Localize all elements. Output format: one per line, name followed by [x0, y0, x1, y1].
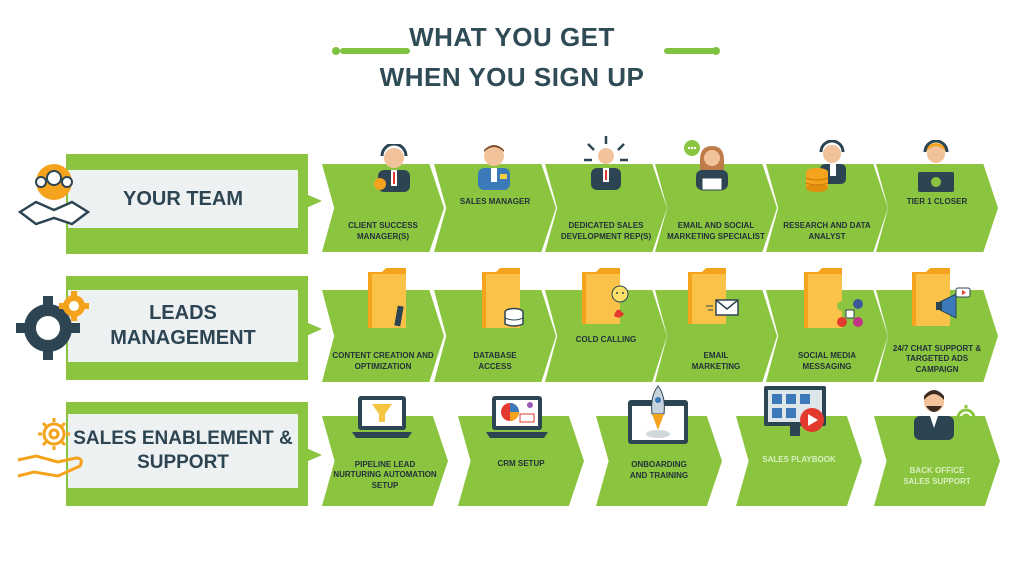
folder-social-icon: [804, 268, 863, 328]
title-divider-left: [340, 48, 410, 54]
handshake-team-icon: [17, 164, 91, 226]
item-label: CONTENT CREATION AND OPTIMIZATION: [332, 351, 434, 372]
manager-icon: [478, 145, 510, 190]
data-analyst-icon: [805, 140, 846, 192]
folder-database-icon: [482, 268, 524, 328]
page-title-line1: WHAT YOU GET: [409, 22, 615, 52]
item-label: EMAIL AND SOCIAL MARKETING SPECIALIST: [667, 221, 765, 242]
item-back-office: BACK OFFICE SALES SUPPORT: [874, 416, 1000, 506]
folder-phone-icon: [582, 268, 629, 324]
folder-email-icon: [688, 268, 739, 324]
sales-rep-icon: [584, 136, 628, 190]
laptop-funnel-icon: [352, 396, 412, 438]
row-label: YOUR TEAM: [68, 170, 298, 228]
row-leads-management: LEADS MANAGEMENT CONTENT CREATION AND OP…: [0, 262, 1024, 382]
item-label: CLIENT SUCCESS MANAGER(S): [348, 221, 418, 242]
item-label: DEDICATED SALES DEVELOPMENT REP(S): [560, 221, 652, 242]
hand-gear-icon: [17, 418, 83, 478]
title-divider-right-dot: [712, 47, 720, 55]
item-label: EMAIL MARKETING: [691, 351, 741, 372]
title-divider-right: [664, 48, 716, 54]
item-label: SOCIAL MEDIA MESSAGING: [797, 351, 857, 372]
item-label: PIPELINE LEAD NURTURING AUTOMATION SETUP: [333, 459, 437, 491]
row-your-team: YOUR TEAM CLIENT SUCCESS MANAGER(S) SALE…: [0, 136, 1024, 254]
rocket-icon: [628, 385, 688, 444]
item-label: 24/7 CHAT SUPPORT & TARGETED ADS CAMPAIG…: [892, 343, 982, 375]
row-pointer: [306, 194, 322, 208]
item-label: SALES PLAYBOOK: [762, 455, 836, 465]
item-content-creation: CONTENT CREATION AND OPTIMIZATION: [322, 290, 444, 382]
row-pointer: [306, 448, 322, 462]
item-label: BACK OFFICE SALES SUPPORT: [903, 466, 971, 487]
folder-pencil-icon: [368, 268, 406, 328]
gears-icon: [16, 291, 89, 360]
page-title-line2: WHEN YOU SIGN UP: [379, 62, 645, 92]
item-label: SALES MANAGER: [459, 197, 531, 207]
item-label: TIER 1 CLOSER: [906, 197, 968, 207]
item-label: DATABASE ACCESS: [473, 351, 517, 372]
row-label: SALES ENABLEMENT & SUPPORT: [68, 414, 298, 488]
marketing-specialist-icon: [684, 140, 728, 191]
laptop-crm-icon: [486, 396, 548, 438]
item-label: COLD CALLING: [575, 335, 637, 345]
item-label: CRM SETUP: [497, 459, 545, 469]
row-pointer: [306, 322, 322, 336]
row-sales-enablement: SALES ENABLEMENT & SUPPORT PIPELINE LEAD…: [0, 385, 1024, 506]
closer-icon: [918, 140, 954, 192]
folder-megaphone-icon: [912, 268, 971, 326]
item-pipeline: PIPELINE LEAD NURTURING AUTOMATION SETUP: [322, 416, 448, 506]
item-crm-setup: CRM SETUP: [458, 416, 584, 506]
title-divider-left-dot: [332, 47, 340, 55]
item-label: RESEARCH AND DATA ANALYST: [783, 221, 871, 242]
back-office-icon: [914, 390, 979, 440]
support-agent-icon: [374, 144, 410, 192]
item-label: ONBOARDING AND TRAINING: [629, 460, 689, 481]
row-label: LEADS MANAGEMENT: [68, 290, 298, 362]
video-playbook-icon: [764, 386, 826, 436]
